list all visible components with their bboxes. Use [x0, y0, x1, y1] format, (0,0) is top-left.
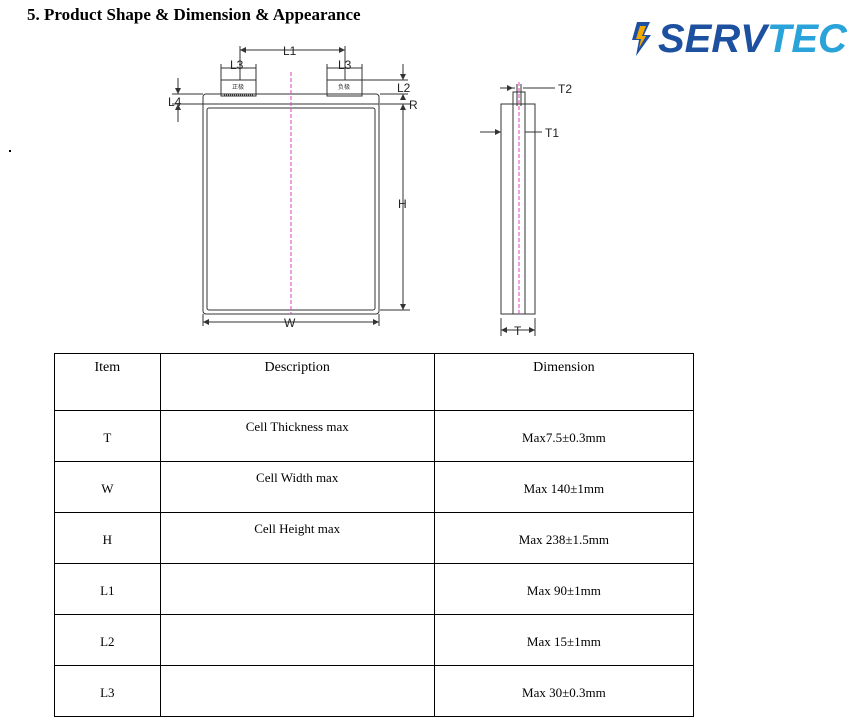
label-t: T [514, 324, 522, 338]
label-tab-negative: 负极 [338, 83, 350, 91]
cell-description [159, 614, 435, 666]
cell-description [159, 665, 435, 717]
header-item: Item [54, 353, 161, 411]
cell-item: W [54, 461, 161, 513]
label-h: H [398, 197, 407, 211]
cell-dimension: Max 15±1mm [433, 614, 695, 666]
cell-description [159, 563, 435, 615]
label-r: R [409, 98, 418, 112]
label-tab-positive: 正极 [232, 83, 244, 91]
table-row: T Cell Thickness max Max7.5±0.3mm [54, 410, 695, 462]
label-l1: L1 [283, 44, 297, 58]
cell-description: Cell Width max [159, 461, 435, 513]
header-dimension: Dimension [433, 353, 695, 411]
table-row: H Cell Height max Max 238±1.5mm [54, 512, 695, 564]
table-header-row: Item Description Dimension [54, 353, 695, 411]
label-l3-left: L3 [230, 58, 244, 72]
logo-text-tec: TEC [766, 17, 847, 61]
tab-positive [220, 79, 257, 97]
cell-item: T [54, 410, 161, 462]
header-description: Description [159, 353, 435, 411]
label-t2: T2 [558, 82, 572, 96]
servtec-logo: SERVTEC [630, 17, 847, 61]
table-row: L2 Max 15±1mm [54, 614, 695, 666]
label-t1: T1 [545, 126, 559, 140]
cell-dimension: Max 140±1mm [433, 461, 695, 513]
cell-dimension: Max 238±1.5mm [433, 512, 695, 564]
label-w: W [284, 316, 296, 330]
cell-item: H [54, 512, 161, 564]
lightning-bolt-icon [632, 22, 651, 56]
table-row: L1 Max 90±1mm [54, 563, 695, 615]
logo-text-serv: SERV [658, 17, 767, 61]
stray-dot [9, 150, 11, 152]
cell-description: Cell Height max [159, 512, 435, 564]
table-row: L3 Max 30±0.3mm [54, 665, 695, 717]
cell-description: Cell Thickness max [159, 410, 435, 462]
section-heading: 5. Product Shape & Dimension & Appearanc… [27, 5, 361, 24]
label-l2: L2 [397, 81, 411, 95]
cell-item: L1 [54, 563, 161, 615]
cell-item: L3 [54, 665, 161, 717]
table-row: W Cell Width max Max 140±1mm [54, 461, 695, 513]
side-view-body [500, 103, 536, 315]
label-l3-right: L3 [338, 58, 352, 72]
cell-dimension: Max7.5±0.3mm [433, 410, 695, 462]
label-l4: L4 [168, 95, 182, 109]
dimension-table: Item Description Dimension T Cell Thickn… [54, 353, 695, 717]
cell-dimension: Max 90±1mm [433, 563, 695, 615]
dimension-drawing: L1 L3 L3 L2 L4 R H W T2 T1 T 正极 负极 [168, 44, 572, 338]
cell-dimension: Max 30±0.3mm [433, 665, 695, 717]
logo-text: SERVTEC [658, 17, 847, 61]
cell-item: L2 [54, 614, 161, 666]
